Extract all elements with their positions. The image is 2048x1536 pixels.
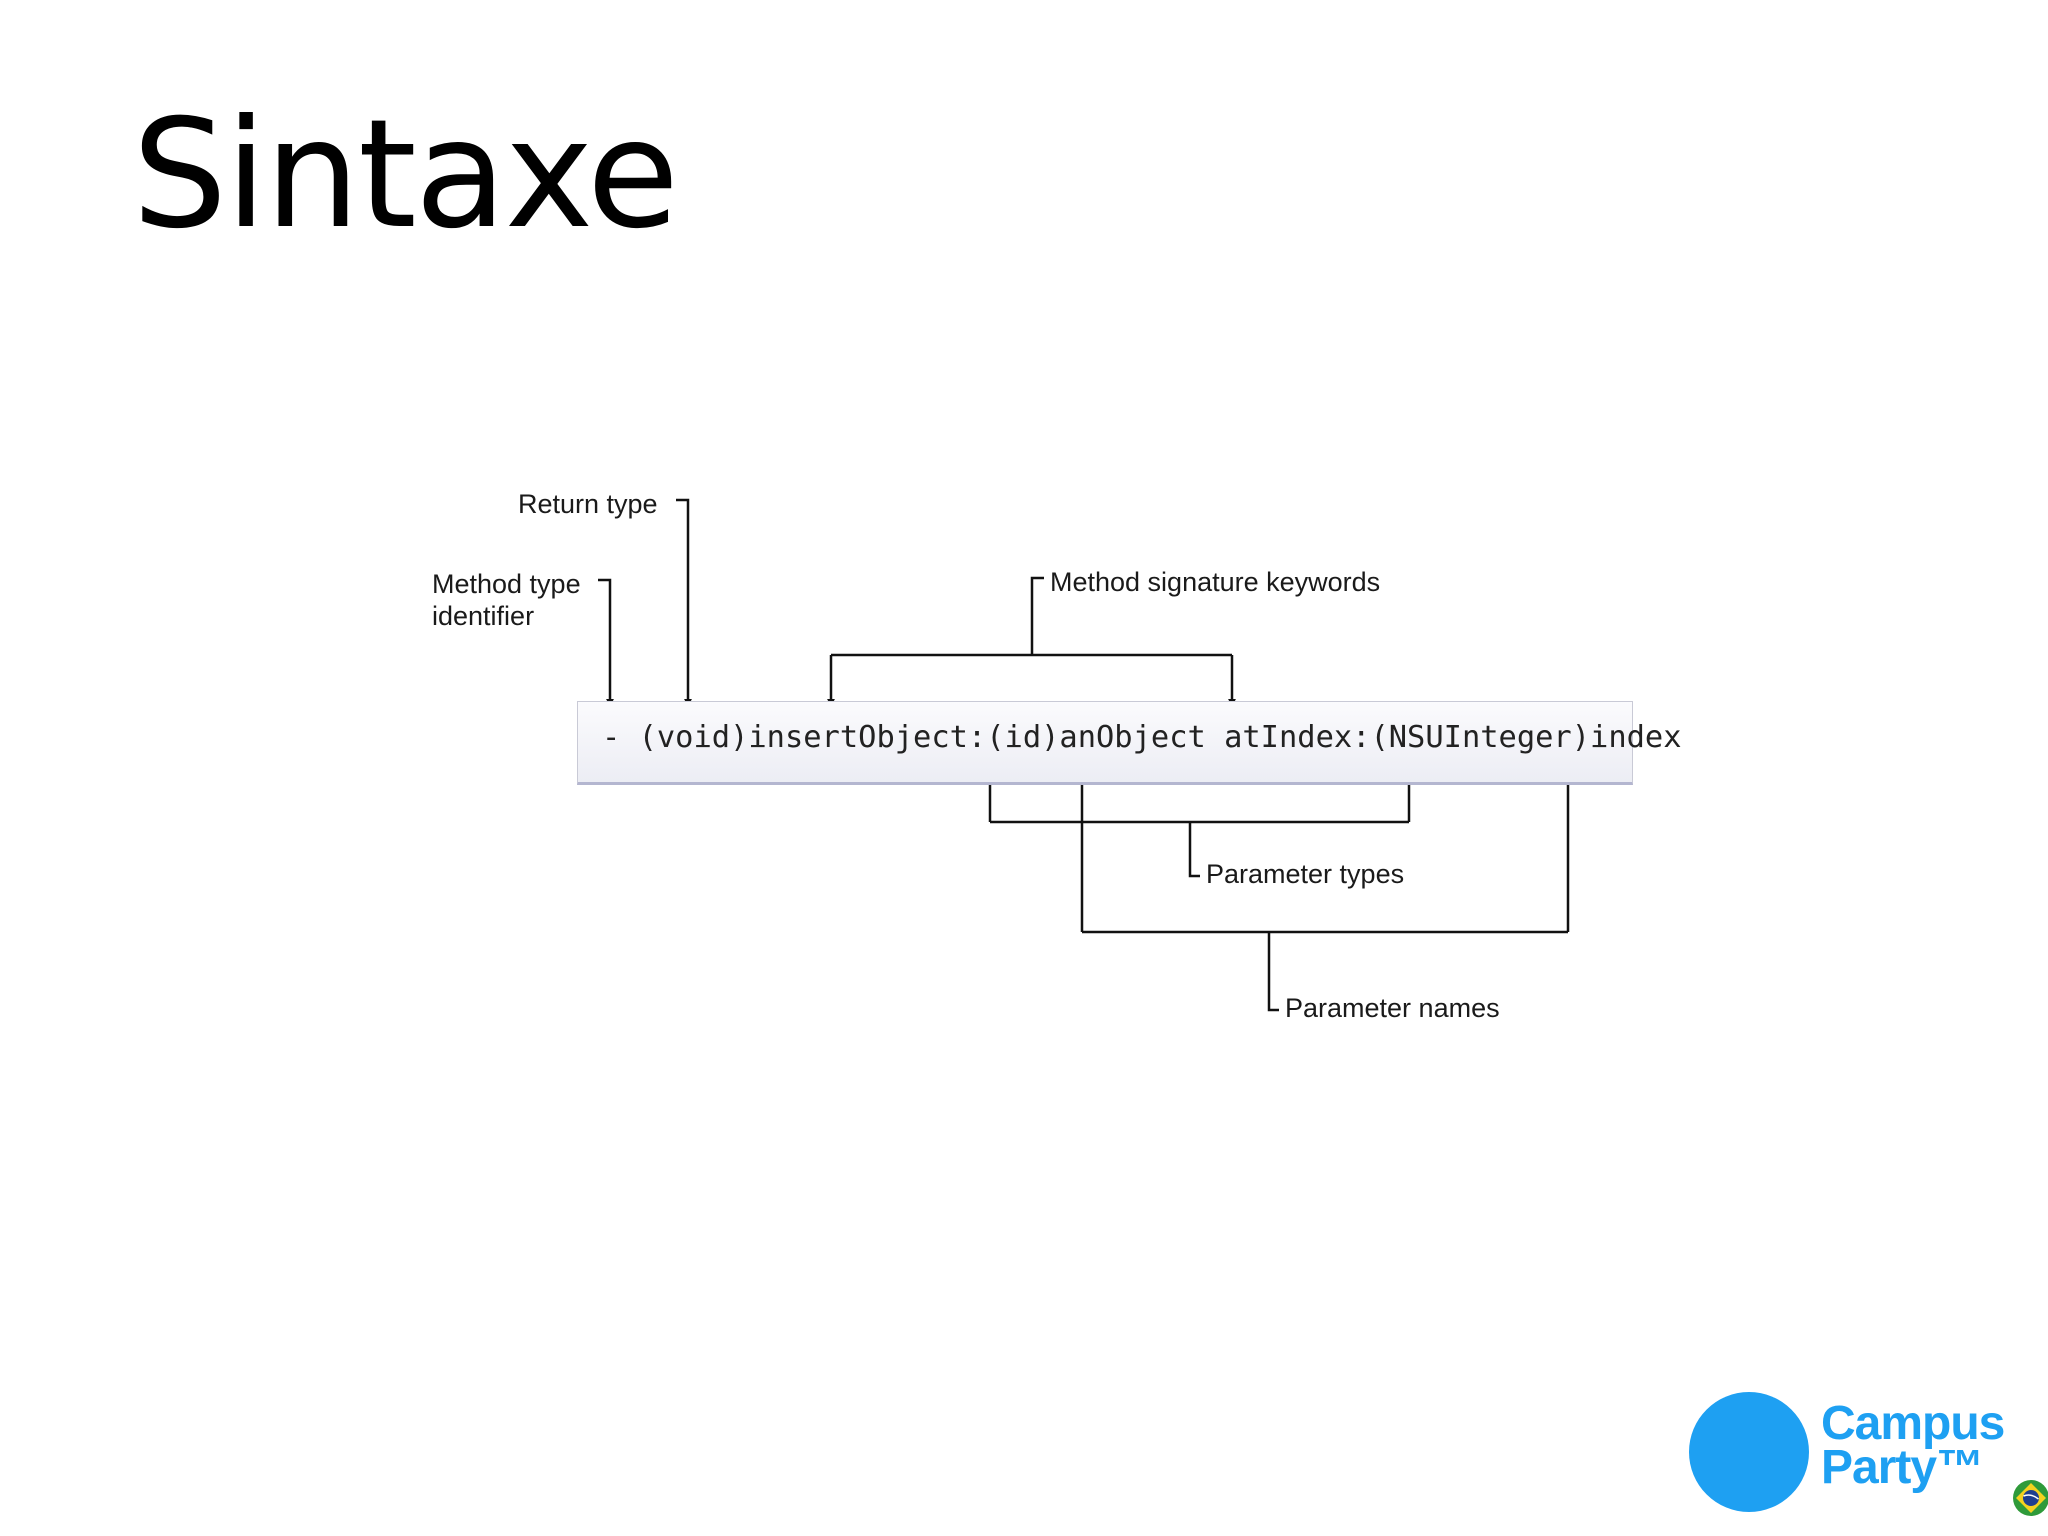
label-parameter-types: Parameter types: [1206, 859, 1405, 889]
code-box: [577, 701, 1633, 785]
label-signature-keywords: Method signature keywords: [1050, 567, 1381, 597]
brazil-flag-icon: [2013, 1480, 2048, 1516]
method-signature-code: - (void)insertObject:(id)anObject atInde…: [602, 720, 1682, 755]
method-type-arrow: [598, 578, 614, 707]
logo-line-1: Campus: [1821, 1397, 2005, 1450]
parameter-types-stem: [1188, 822, 1200, 878]
label-parameter-names: Parameter names: [1285, 993, 1500, 1023]
parameter-names-stem: [1267, 932, 1279, 1012]
logo-line-2: Party™: [1821, 1441, 1984, 1494]
label-method-type: Method type: [432, 569, 581, 599]
logo-circle: [1689, 1392, 1809, 1512]
signature-keywords-bracket: [1030, 576, 1044, 655]
logo-wordmark: Campus Party™: [1821, 1397, 2005, 1494]
label-method-type-identifier: identifier: [432, 601, 535, 631]
label-return-type: Return type: [518, 489, 658, 519]
return-type-arrow: [676, 498, 692, 707]
campus-party-logo: Campus Party™: [1685, 1390, 2048, 1520]
slide-title: Sintaxe: [132, 88, 679, 262]
